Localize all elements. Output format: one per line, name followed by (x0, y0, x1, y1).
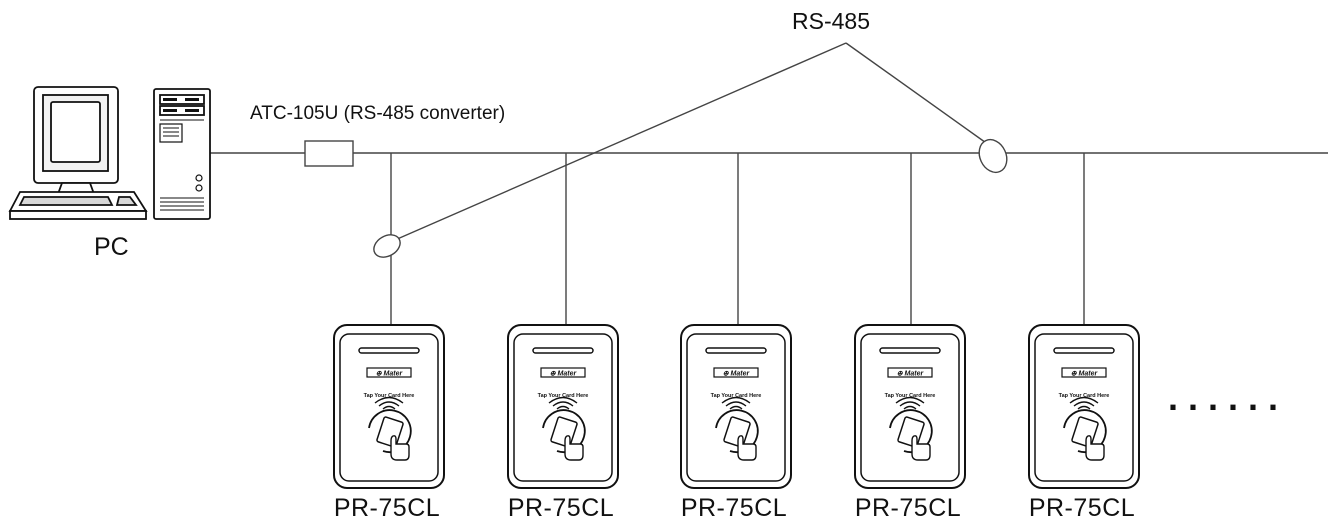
rs485-label: RS-485 (792, 8, 870, 34)
more-readers-ellipsis: ...... (1168, 377, 1289, 418)
pc-label: PC (94, 233, 129, 261)
card-reader-icon (507, 324, 619, 489)
callout-ellipse-right (978, 138, 1008, 174)
card-reader-icon (333, 324, 445, 489)
converter-label: ATC-105U (RS-485 converter) (250, 103, 506, 124)
reader-label: PR-75CL (1028, 494, 1136, 522)
drop-lines (390, 153, 1085, 328)
callout-ellipse-left (373, 234, 401, 258)
reader-label: PR-75CL (333, 494, 441, 522)
card-reader-icon (680, 324, 792, 489)
pc-tower-icon (153, 88, 211, 220)
card-reader-icon (1028, 324, 1140, 489)
card-reader-icon (854, 324, 966, 489)
reader-label: PR-75CL (854, 494, 962, 522)
callout-line-right (845, 42, 990, 146)
keyboard-icon (8, 191, 148, 220)
converter-box (304, 140, 354, 167)
callout-line-left (394, 42, 847, 241)
reader-label: PR-75CL (680, 494, 788, 522)
pc-monitor-icon (33, 86, 119, 200)
reader-label: PR-75CL (507, 494, 615, 522)
rs485-callout (373, 42, 1008, 258)
